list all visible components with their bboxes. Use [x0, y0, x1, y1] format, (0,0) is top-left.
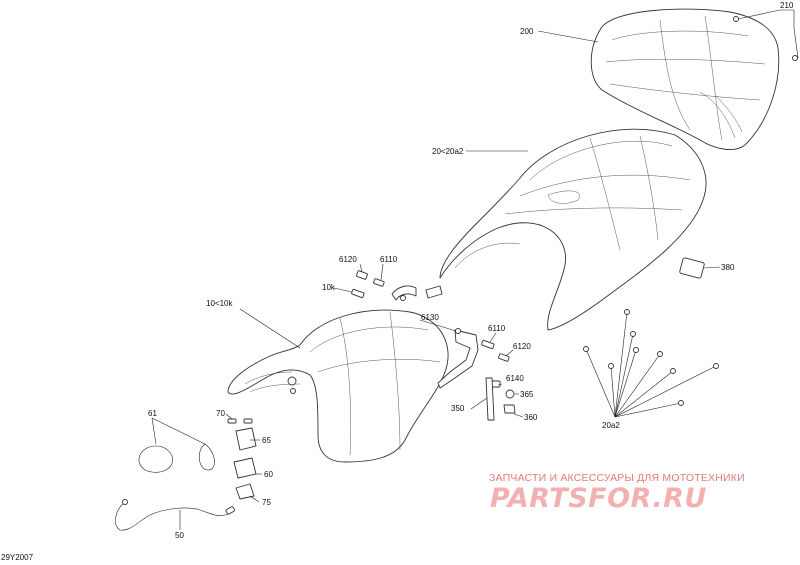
callout-61: 61	[148, 409, 157, 418]
callout-65: 65	[262, 436, 271, 445]
callout-6120-bottom: 6120	[513, 342, 531, 351]
hardware-parts	[351, 16, 798, 421]
callout-10k: 10k	[322, 283, 336, 292]
backrest-part	[590, 8, 780, 151]
passenger-seat-part	[439, 128, 707, 331]
leader-lines	[151, 9, 799, 530]
callout-210: 210	[780, 1, 794, 10]
callout-6110-bottom: 6110	[488, 324, 506, 333]
watermark-caption: ЗАПЧАСТИ И АКСЕССУАРЫ ДЛЯ МОТОТЕХНИКИ	[489, 472, 745, 484]
callout-380: 380	[721, 263, 735, 272]
seat-bracket-part	[391, 285, 479, 389]
strap-parts	[138, 443, 215, 473]
callout-10-10k: 10<10k	[206, 299, 233, 308]
fastener-group-20a2	[583, 309, 719, 418]
callout-360: 360	[524, 413, 538, 422]
callout-365: 365	[520, 390, 534, 399]
callout-6120-top: 6120	[339, 255, 357, 264]
callout-350: 350	[451, 404, 465, 413]
callout-6140: 6140	[506, 374, 524, 383]
callout-60: 60	[264, 470, 273, 479]
rider-seat-part	[227, 309, 449, 463]
callout-50: 50	[175, 531, 184, 540]
lock-parts	[227, 418, 257, 500]
callout-20a2: 20a2	[602, 421, 620, 430]
callout-6130: 6130	[421, 313, 439, 322]
release-cable-part	[115, 499, 236, 531]
callout-75: 75	[262, 498, 271, 507]
callout-20-20a2: 20<20a2	[432, 147, 464, 156]
watermark-logo: PARTSFOR.RU	[490, 483, 707, 514]
callout-200: 200	[520, 27, 534, 36]
callout-6110-top: 6110	[380, 255, 398, 264]
callout-70: 70	[216, 409, 225, 418]
diagram-id: 29Y2007	[1, 553, 34, 562]
callout-labels: 210 200 20<20a2 380 6120 6110 10k 10<10k…	[148, 1, 794, 540]
